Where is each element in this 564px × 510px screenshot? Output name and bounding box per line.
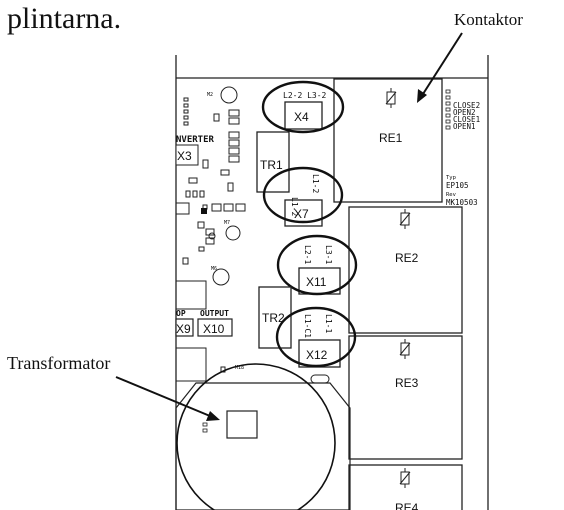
relay-re1-label: RE1: [379, 131, 403, 145]
connector-x12-pin-a: L1-C1: [303, 314, 312, 338]
relay-re2: RE2: [348, 206, 463, 334]
transformer-tr2-label: TR2: [262, 311, 285, 325]
rev-value: MK10503: [446, 198, 478, 207]
left-components: [175, 86, 246, 382]
mark-m7: M7: [224, 220, 230, 226]
connector-x11-pin-b: L3-1: [324, 245, 333, 264]
relay-re3-label: RE3: [395, 376, 419, 390]
relay-re2-label: RE2: [395, 251, 419, 265]
connector-x11-pin-a: L2-1: [303, 245, 312, 264]
status-leds: [445, 89, 451, 130]
connector-x4: X4 L2-2 L3-2: [283, 91, 327, 130]
oval-pad: [310, 374, 330, 384]
section-label-output: OUTPUT: [200, 309, 229, 318]
transformator-arrow: [115, 376, 220, 421]
connector-x11: X11 L2-1 L3-1: [298, 245, 341, 295]
status-label-close2: CLOSE2: [453, 101, 480, 110]
status-label-open2: OPEN2: [453, 108, 476, 117]
mark-m2: M2: [207, 92, 213, 98]
status-label-open1: OPEN1: [453, 122, 476, 131]
mark-m18: M18: [235, 365, 244, 371]
relay-re1: RE1: [333, 78, 443, 203]
connector-x3-label: X3: [177, 149, 192, 163]
connector-x12: X12 L1-C1 L1-1: [298, 314, 341, 368]
highlight-ring-x12: [275, 306, 357, 368]
connector-x7-label: X7: [294, 207, 309, 221]
relay-re4: RE4: [348, 464, 463, 510]
status-label-close1: CLOSE1: [453, 115, 480, 124]
connector-x12-pin-b: L1-1: [324, 314, 333, 333]
connector-x12-label: X12: [306, 348, 328, 362]
connector-x9-label: X9: [176, 322, 191, 336]
connector-x7-pin-a: L1-2: [290, 197, 299, 216]
kontaktor-callout: Kontaktor: [454, 10, 523, 29]
rev-label: Rev: [446, 192, 457, 198]
relay-re3: RE3: [348, 335, 463, 460]
transformator-callout: Transformator: [7, 353, 110, 373]
transformer-tr1: TR1: [256, 131, 290, 193]
kontaktor-arrow: [417, 32, 463, 103]
section-label-op: OP: [176, 309, 186, 318]
typ-label: Typ: [446, 175, 456, 181]
header-text: plintarna.: [7, 2, 121, 35]
transformer-core-square: [226, 410, 258, 439]
relay-re4-label: RE4: [395, 501, 419, 510]
highlight-ring-x4: [261, 80, 345, 134]
typ-value: EP105: [446, 181, 469, 190]
connector-x4-pins: L2-2 L3-2: [283, 91, 327, 100]
connector-x7-pin-b: L1-2: [311, 174, 320, 193]
mark-m6: M6: [211, 266, 217, 272]
connector-x4-label: X4: [294, 110, 309, 124]
connector-x11-label: X11: [306, 275, 327, 289]
connector-x9: X9: [175, 318, 194, 337]
connector-x7: X7 L1-2 L1-2: [284, 174, 323, 227]
connector-x10: X10: [197, 318, 233, 337]
connector-x10-label: X10: [203, 322, 225, 336]
highlight-ring-x7: [262, 166, 344, 224]
large-transformer-body: [176, 363, 336, 510]
transformer-frame: [175, 382, 351, 510]
section-label-inverter: NVERTER: [176, 135, 215, 145]
transformer-tr1-label: TR1: [260, 158, 283, 172]
highlight-ring-x11: [276, 234, 358, 296]
